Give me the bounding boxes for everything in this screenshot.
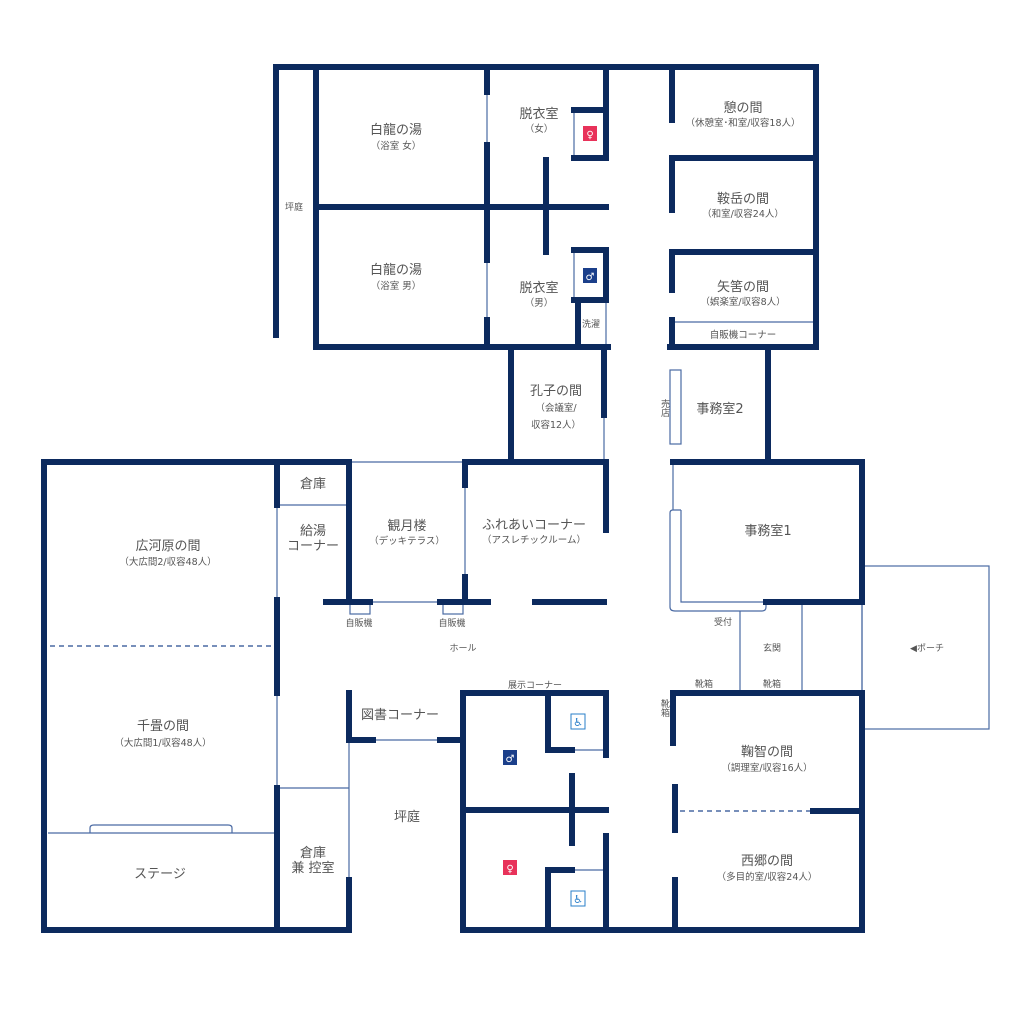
room-hakuryu-male: 白龍の湯 [370, 262, 422, 278]
thin-partitions [48, 92, 990, 880]
room-office-1: 事務室1 [744, 523, 791, 539]
male-restroom-icon: ♂ [503, 750, 517, 765]
room-sub: （会議室/ [535, 402, 577, 414]
room-sub: （休憩室･和室/収容18人） [685, 117, 800, 129]
room-sub: （デッキテラス） [369, 535, 445, 547]
room-sub: （男） [525, 297, 554, 309]
room-sub: （大広間2/収容48人） [119, 556, 216, 568]
svg-text:♀: ♀ [506, 864, 513, 875]
shoe-box: 靴箱 [763, 678, 781, 690]
room-storage-green-room: 倉庫 [300, 846, 326, 861]
room-labels: 白龍の湯 （浴室 女） 白龍の湯 （浴室 男） 脱衣室 （女） 脱衣室 （男） … [114, 100, 944, 883]
room-saigo: 西郷の間 [741, 854, 793, 869]
room-sub: （浴室 男） [371, 280, 422, 292]
room-datsui-male: 脱衣室 [519, 280, 558, 296]
hall: ホール [449, 643, 476, 654]
svg-text:♿: ♿ [573, 893, 583, 906]
room-hirokawara: 広河原の間 [135, 539, 200, 554]
svg-text:♂: ♂ [506, 754, 515, 765]
female-restroom-icon: ♀ [583, 126, 597, 141]
room-hakuryu-female: 白龍の湯 [370, 122, 422, 138]
reception: 受付 [714, 616, 732, 628]
room-office-2: 事務室2 [696, 401, 743, 417]
vending-machine: 自販機 [438, 617, 465, 629]
vending-machine: 自販機 [345, 617, 372, 629]
room-sub: （和室/収容24人） [702, 208, 784, 220]
room-kikuchi: 鞠智の間 [741, 745, 793, 760]
stage: ステージ [134, 867, 186, 882]
porch: ◀ポーチ [910, 643, 944, 654]
room-sub: （アスレチックルーム） [482, 534, 586, 546]
room-yahazu: 矢筈の間 [717, 279, 769, 295]
room-sub: （女） [525, 123, 554, 135]
room-sub: コーナー [287, 539, 339, 554]
accessible-toilet-icon: ♿ [570, 890, 586, 907]
library-corner: 図書コーナー [361, 708, 439, 723]
walls [41, 64, 865, 933]
room-storage: 倉庫 [300, 477, 326, 492]
room-laundry: 洗濯 [582, 318, 600, 330]
room-sub: （浴室 女） [371, 140, 422, 152]
room-sub: 兼 控室 [291, 860, 334, 876]
room-kuradake: 鞍岳の間 [717, 191, 769, 207]
courtyard-bottom: 坪庭 [394, 809, 420, 825]
male-restroom-icon: ♂ [583, 268, 597, 283]
room-datsui-female: 脱衣室 [519, 106, 558, 122]
entrance: 玄関 [763, 642, 781, 654]
room-ikoi: 憩の間 [723, 100, 762, 116]
svg-text:♀: ♀ [586, 130, 593, 141]
room-senjo: 千畳の間 [137, 719, 189, 734]
shop: 売店 [659, 398, 670, 418]
svg-text:♿: ♿ [573, 716, 583, 729]
room-kangetsu: 観月楼 [387, 519, 426, 534]
room-kitchenette: 給湯 [300, 524, 326, 539]
exhibition-corner: 展示コーナー [508, 680, 562, 691]
shoe-box: 靴箱 [659, 698, 670, 718]
shoe-box: 靴箱 [695, 678, 713, 690]
vending-corner: 自販機コーナー [710, 329, 777, 341]
room-sub: 収容12人） [531, 419, 581, 431]
accessible-toilet-icon: ♿ [570, 713, 586, 730]
room-sub: （多目的室/収容24人） [717, 871, 818, 883]
female-restroom-icon: ♀ [503, 860, 517, 875]
room-sub: （調理室/収容16人） [721, 762, 812, 774]
svg-text:♂: ♂ [586, 272, 595, 283]
room-sub: （大広間1/収容48人） [114, 737, 211, 749]
room-koshi: 孔子の間 [530, 384, 582, 399]
courtyard-top: 坪庭 [285, 201, 303, 213]
room-fureai: ふれあいコーナー [482, 518, 586, 533]
room-sub: （娯楽室/収容8人） [700, 296, 785, 308]
